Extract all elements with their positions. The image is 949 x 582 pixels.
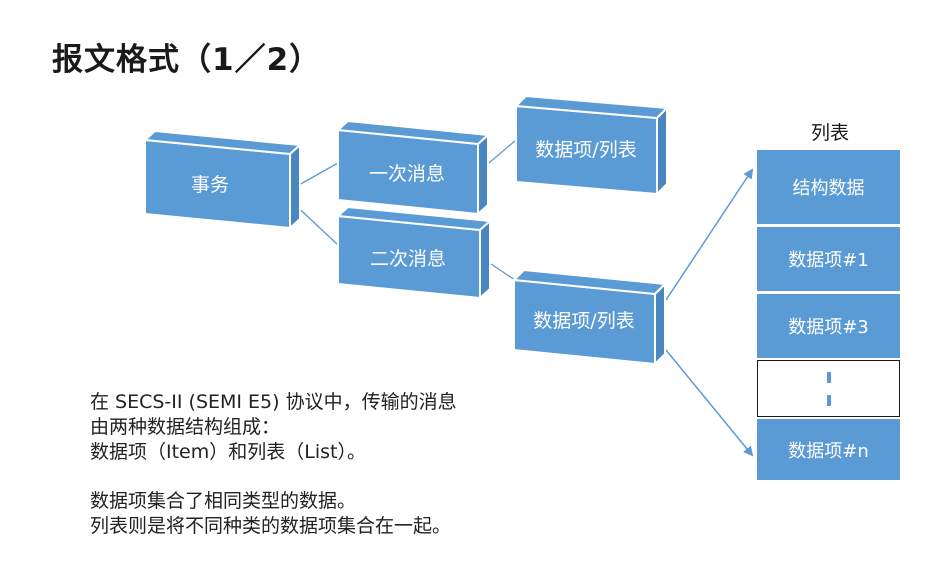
- explanation-line: 由两种数据结构组成：: [90, 416, 281, 438]
- list-row-structure-data: 结构数据: [757, 150, 900, 224]
- explanation-line: 在 SECS-II (SEMI E5) 协议中，传输的消息: [90, 391, 457, 413]
- arrow-to-list-bottom: [665, 349, 754, 457]
- transaction-block: 事务: [142, 129, 303, 231]
- ellipsis-dash: [827, 372, 831, 383]
- explanation-line: 列表则是将不同种类的数据项集合在一起。: [90, 515, 452, 537]
- explanation-text: 在 SECS-II (SEMI E5) 协议中，传输的消息 由两种数据结构组成：…: [90, 390, 457, 539]
- explanation-line: 数据项集合了相同类型的数据。: [90, 490, 357, 512]
- item-or-list-bottom-label: 数据项/列表: [533, 310, 634, 332]
- item-or-list-block-bottom: 数据项/列表: [511, 268, 668, 367]
- list-row-item-1: 数据项#1: [757, 227, 900, 291]
- list-row-ellipsis: [757, 360, 900, 417]
- secondary-message-block: 二次消息: [335, 205, 493, 301]
- item-or-list-block-top: 数据项/列表: [513, 94, 670, 197]
- ellipsis-dash: [827, 395, 831, 406]
- list-row-item-3: 数据项#3: [757, 294, 900, 358]
- list-row-item-n: 数据项#n: [757, 419, 900, 480]
- primary-message-block: 一次消息: [335, 119, 491, 217]
- page-title: 报文格式（1／2）: [52, 42, 322, 78]
- item-or-list-top-label: 数据项/列表: [535, 139, 636, 161]
- secondary-message-label: 二次消息: [370, 248, 446, 270]
- transaction-label: 事务: [191, 174, 229, 196]
- arrow-to-list-top: [665, 168, 754, 301]
- list-panel-title: 列表: [810, 122, 849, 144]
- explanation-line: 数据项（Item）和列表（List）。: [90, 441, 366, 463]
- primary-message-label: 一次消息: [369, 163, 445, 185]
